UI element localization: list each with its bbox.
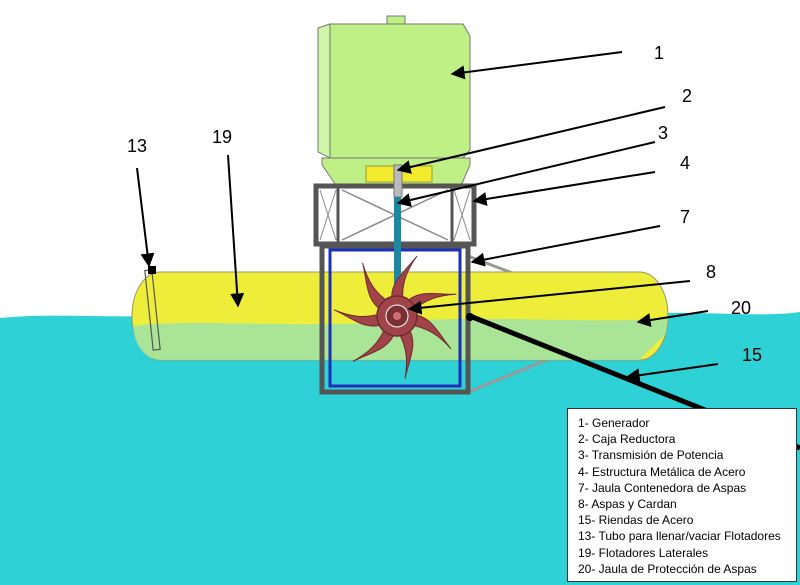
power-shaft-lower (394, 197, 401, 297)
callout-13: 13 (127, 136, 147, 156)
legend-item: 15- Riendas de Acero (578, 513, 694, 528)
legend-item: 8- Aspas y Cardan (578, 497, 677, 512)
callout-15: 15 (742, 345, 762, 365)
legend-item: 19- Flotadores Laterales (578, 545, 709, 560)
callout-numbers: 1 2 3 4 7 8 13 19 20 15 (127, 43, 762, 365)
blade (391, 255, 418, 303)
callout-2: 2 (682, 86, 692, 106)
legend-item: 3- Transmisión de Potencia (578, 448, 724, 463)
legend-item: 7- Jaula Contenedora de Aspas (578, 480, 747, 495)
callout-8: 8 (706, 262, 716, 282)
blade (352, 325, 397, 362)
legend-item: 2- Caja Reductora (578, 432, 676, 447)
callout-4: 4 (680, 153, 690, 173)
legend-item: 20- Jaula de Protección de Aspas (578, 561, 757, 576)
callout-20: 20 (731, 298, 751, 318)
callout-1: 1 (654, 43, 664, 63)
leader-arrows (136, 51, 719, 383)
blade (408, 313, 452, 350)
blade (333, 309, 386, 327)
legend-item: 13- Tubo para llenar/vaciar Flotadores (578, 529, 781, 544)
blade (396, 325, 414, 379)
generator (317, 15, 471, 189)
fill-tube (144, 266, 161, 351)
blades-and-cardan (333, 255, 457, 379)
callout-19: 19 (212, 127, 232, 147)
callout-3: 3 (658, 123, 668, 143)
legend-item: 1- Generador (578, 416, 650, 430)
callout-7: 7 (680, 207, 690, 227)
blade (362, 262, 391, 312)
legend-item: 4- Estructura Metálica de Acero (578, 464, 746, 479)
